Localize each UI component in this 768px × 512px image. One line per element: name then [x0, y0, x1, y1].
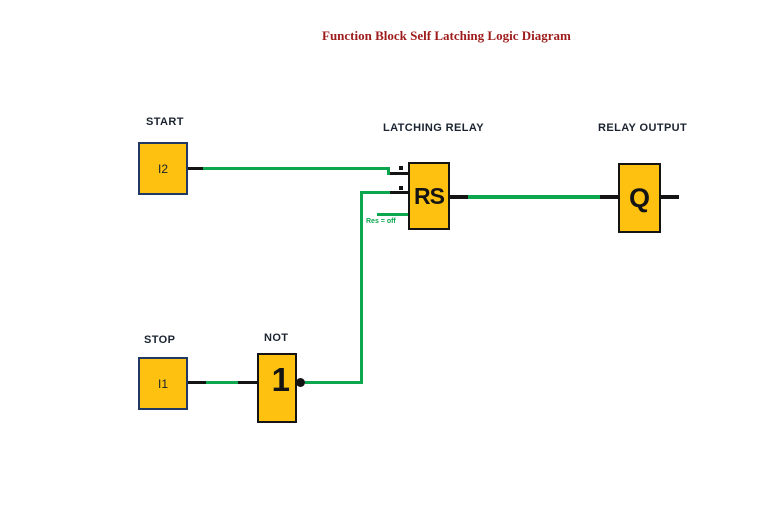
block-relay-output-q[interactable]: Q	[618, 163, 661, 233]
block-rs-label: RS	[414, 182, 445, 209]
block-not-label: 1	[271, 361, 290, 398]
rs-reset-state-text: Res = off	[366, 218, 396, 225]
pin-marker-rs-reset	[399, 186, 403, 190]
stub-rs-reset-input	[390, 191, 408, 194]
caption-latching-relay: LATCHING RELAY	[383, 122, 484, 134]
wire-start-to-rs-jog	[387, 167, 390, 175]
block-start-i2[interactable]: I2	[138, 142, 188, 195]
stub-rs-set-input	[390, 172, 408, 175]
caption-relay-output: RELAY OUTPUT	[598, 122, 688, 134]
stub-not-input	[238, 381, 257, 384]
stub-i1-output	[188, 381, 206, 384]
stub-i2-output	[188, 167, 204, 170]
wire-rs-to-q	[468, 195, 602, 199]
stub-q-output	[661, 195, 679, 199]
caption-not: NOT	[264, 332, 289, 344]
pin-marker-rs-set	[399, 166, 403, 170]
block-start-label: I2	[157, 161, 168, 176]
wire-stop-to-not	[206, 381, 238, 384]
wire-not-to-rs-horizontal	[360, 191, 391, 194]
diagram-title: Function Block Self Latching Logic Diagr…	[322, 28, 571, 43]
stub-q-input	[600, 195, 618, 199]
block-q-label: Q	[628, 182, 650, 213]
wire-not-output-horizontal	[305, 381, 363, 384]
stub-rs-aux-green	[377, 213, 408, 216]
wire-start-to-rs-horizontal	[203, 167, 390, 170]
caption-start: START	[146, 116, 184, 128]
block-not-gate[interactable]: 1	[257, 353, 297, 423]
block-latching-relay-rs[interactable]: RS	[408, 162, 450, 230]
stub-rs-output	[450, 195, 470, 199]
caption-stop: STOP	[144, 334, 176, 346]
block-stop-label: I1	[157, 376, 168, 391]
block-stop-i1[interactable]: I1	[138, 357, 188, 410]
not-inversion-bubble-icon	[296, 378, 305, 387]
wire-not-to-rs-vertical	[360, 191, 363, 384]
